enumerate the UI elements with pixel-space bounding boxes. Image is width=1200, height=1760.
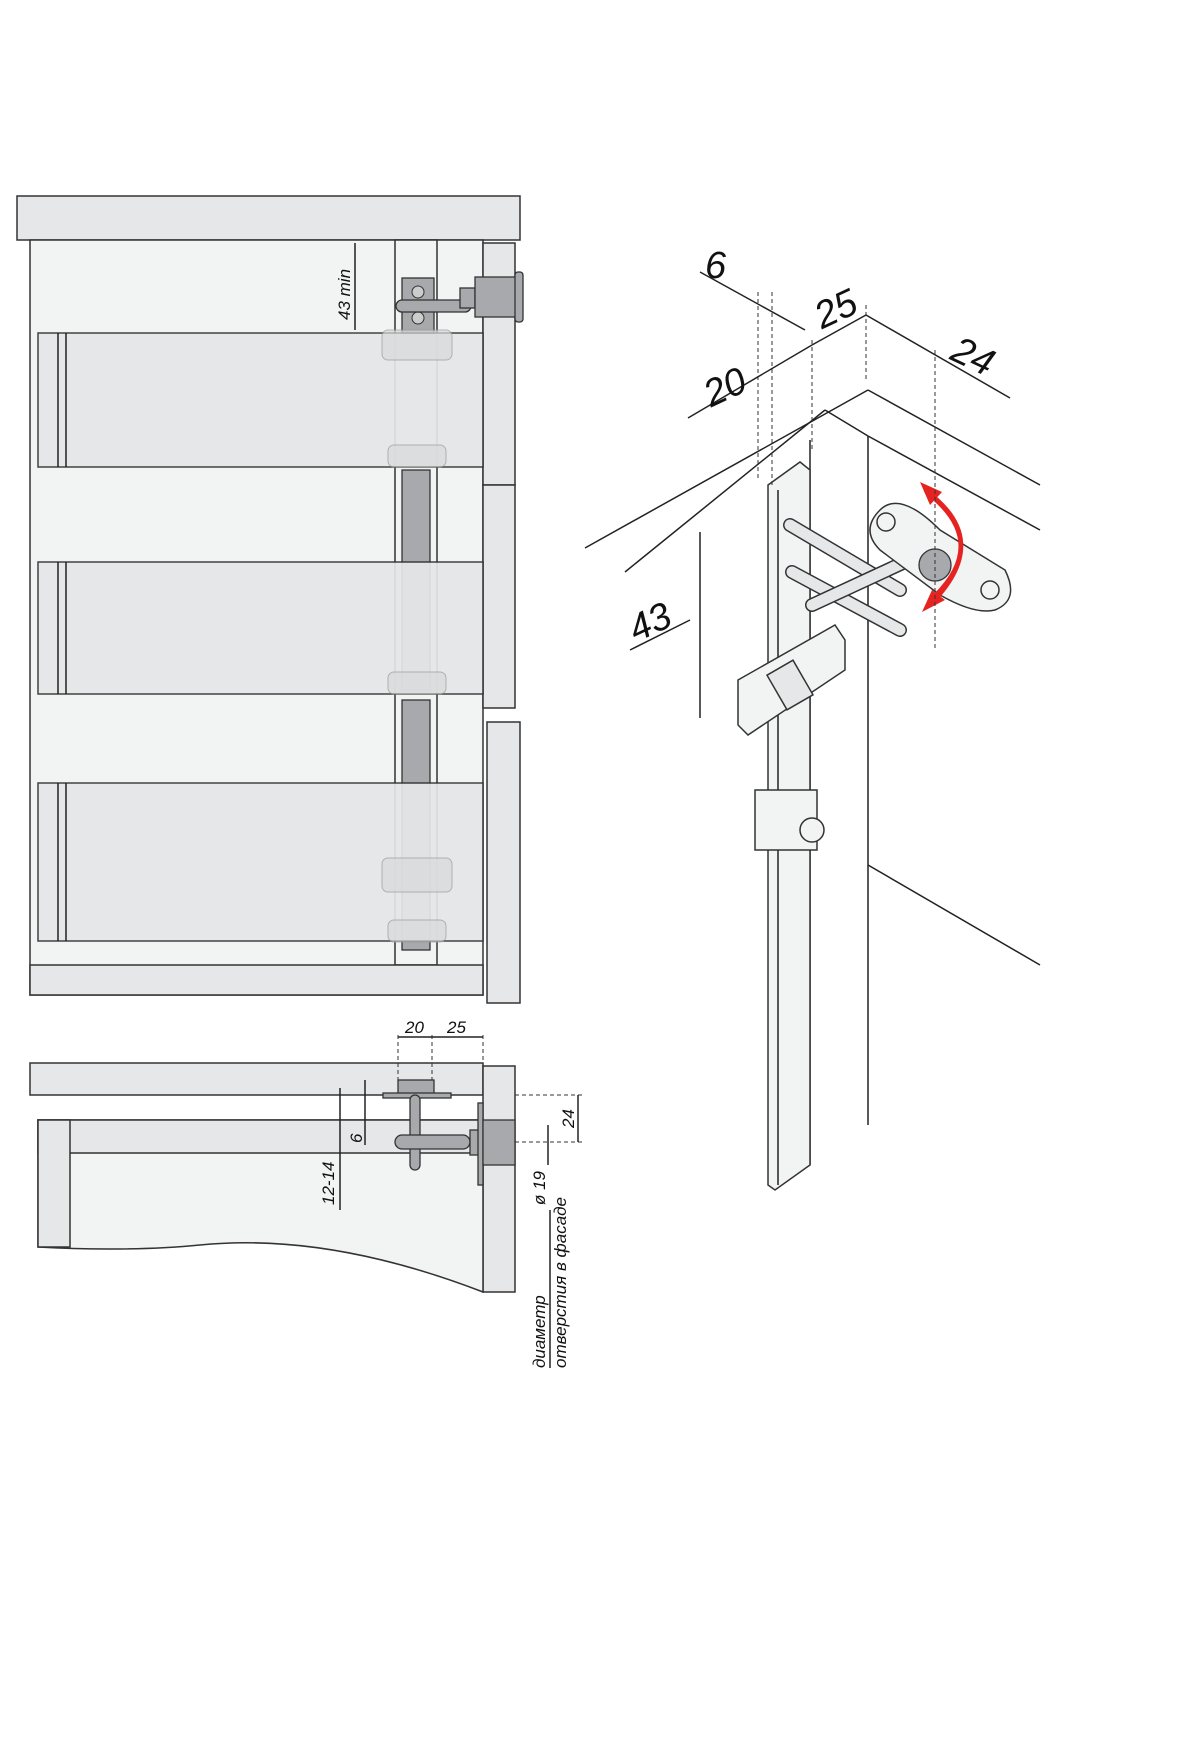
iso-dim-6: 6: [705, 245, 727, 287]
dim-20: 20: [404, 1018, 424, 1037]
iso-dim-24: 24: [944, 328, 1001, 384]
door-section: [482, 1065, 516, 1293]
section-view: 20 25 6 12-14 24 ø 19 диаметр отверстия …: [29, 1018, 585, 1368]
iso-dim-25: 25: [807, 281, 865, 338]
note-hole-in-facade: отверстия в фасаде: [551, 1197, 570, 1368]
strike-plates: [381, 329, 453, 943]
top-panel: [16, 195, 521, 241]
front-view: 43 min: [16, 195, 524, 1004]
iso-dim-43: 43: [622, 595, 678, 651]
dim-diameter-19: ø 19: [530, 1170, 549, 1205]
rotation-arrow-icon: [920, 482, 964, 612]
door-3: [486, 721, 521, 1004]
door-2: [482, 484, 516, 709]
dim-6: 6: [347, 1133, 366, 1143]
dim-24: 24: [559, 1109, 578, 1129]
note-diameter: диаметр: [530, 1295, 549, 1368]
bottom-rail: [29, 964, 484, 996]
drawer-section: [37, 1119, 484, 1294]
iso-view: 6 25 20 24 43: [584, 245, 1041, 1191]
dim-43-min: 43 min: [335, 269, 354, 320]
dim-12-14: 12-14: [319, 1162, 338, 1205]
dim-25: 25: [446, 1018, 466, 1037]
